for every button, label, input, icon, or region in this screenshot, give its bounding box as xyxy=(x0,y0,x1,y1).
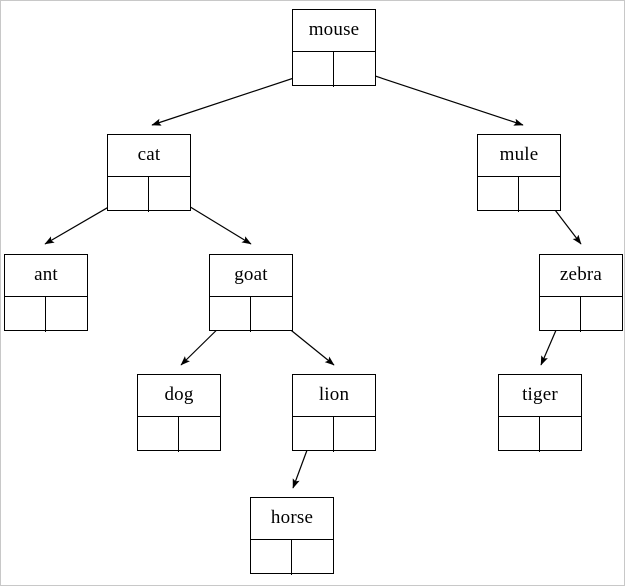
node-pointer-left-goat[interactable] xyxy=(210,297,251,332)
node-label-tiger: tiger xyxy=(499,375,581,417)
node-label-cat: cat xyxy=(108,135,190,177)
node-pointer-right-dog[interactable] xyxy=(179,417,220,452)
node-pointer-right-ant[interactable] xyxy=(46,297,87,332)
node-label-ant: ant xyxy=(5,255,87,297)
node-pointers-dog xyxy=(138,417,220,452)
node-pointers-cat xyxy=(108,177,190,212)
node-pointers-horse xyxy=(251,540,333,575)
node-pointer-right-goat[interactable] xyxy=(251,297,292,332)
tree-node-ant[interactable]: ant xyxy=(4,254,88,332)
node-pointer-left-ant[interactable] xyxy=(5,297,46,332)
node-pointer-left-dog[interactable] xyxy=(138,417,179,452)
node-pointers-goat xyxy=(210,297,292,332)
node-pointer-left-cat[interactable] xyxy=(108,177,149,212)
node-pointer-right-zebra[interactable] xyxy=(581,297,622,332)
node-label-goat: goat xyxy=(210,255,292,297)
node-pointers-tiger xyxy=(499,417,581,452)
node-label-dog: dog xyxy=(138,375,220,417)
tree-node-goat[interactable]: goat xyxy=(209,254,293,332)
node-label-mule: mule xyxy=(478,135,560,177)
node-pointer-right-tiger[interactable] xyxy=(540,417,581,452)
node-pointer-right-lion[interactable] xyxy=(334,417,375,452)
tree-node-dog[interactable]: dog xyxy=(137,374,221,452)
tree-node-mule[interactable]: mule xyxy=(477,134,561,212)
node-pointers-mule xyxy=(478,177,560,212)
node-pointers-mouse xyxy=(293,52,375,87)
tree-node-lion[interactable]: lion xyxy=(292,374,376,452)
node-pointer-right-mouse[interactable] xyxy=(334,52,375,87)
node-pointer-left-zebra[interactable] xyxy=(540,297,581,332)
tree-node-cat[interactable]: cat xyxy=(107,134,191,212)
node-pointer-left-tiger[interactable] xyxy=(499,417,540,452)
tree-node-mouse[interactable]: mouse xyxy=(292,9,376,87)
node-pointers-ant xyxy=(5,297,87,332)
tree-node-horse[interactable]: horse xyxy=(250,497,334,575)
node-label-zebra: zebra xyxy=(540,255,622,297)
node-pointer-right-cat[interactable] xyxy=(149,177,190,212)
node-label-lion: lion xyxy=(293,375,375,417)
tree-node-zebra[interactable]: zebra xyxy=(539,254,623,332)
node-label-mouse: mouse xyxy=(293,10,375,52)
node-pointer-left-lion[interactable] xyxy=(293,417,334,452)
tree-edge-mouse-to-mule xyxy=(353,68,524,126)
node-pointers-zebra xyxy=(540,297,622,332)
node-pointer-left-mouse[interactable] xyxy=(293,52,334,87)
node-pointers-lion xyxy=(293,417,375,452)
node-pointer-right-mule[interactable] xyxy=(519,177,560,212)
node-pointer-right-horse[interactable] xyxy=(292,540,333,575)
node-pointer-left-mule[interactable] xyxy=(478,177,519,212)
node-label-horse: horse xyxy=(251,498,333,540)
node-pointer-left-horse[interactable] xyxy=(251,540,292,575)
tree-node-tiger[interactable]: tiger xyxy=(498,374,582,452)
